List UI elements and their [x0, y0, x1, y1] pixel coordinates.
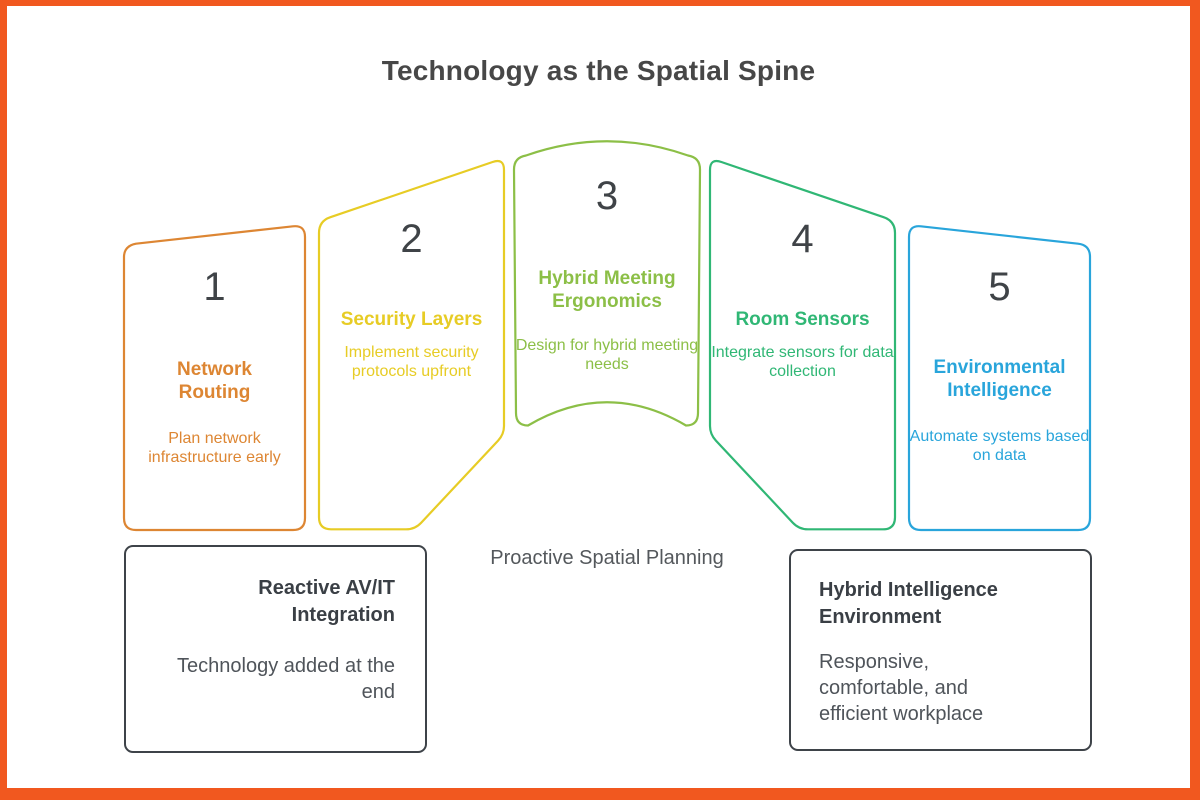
panel-5-description: Automate systems based on data: [909, 428, 1090, 464]
reactive-integration-box: Reactive AV/IT Integration Technology ad…: [124, 545, 427, 753]
panel-2-outline: [317, 159, 506, 531]
arch-diagram: [122, 140, 1092, 532]
panel-3-outline: [512, 140, 702, 427]
panel-1-outline: [122, 225, 307, 532]
panel-4-title: Room Sensors: [735, 309, 870, 330]
page-title: Technology as the Spatial Spine: [381, 55, 816, 86]
panel-5-number: 5: [988, 265, 1011, 309]
panel-1-number: 1: [203, 265, 226, 309]
left-box-title: Reactive AV/IT Integration: [258, 577, 395, 626]
panel-3-number: 3: [595, 174, 619, 218]
panel-3-title: Hybrid Meeting Ergonomics: [538, 268, 676, 312]
panel-5-outline: [907, 225, 1092, 532]
hybrid-environment-box: Hybrid Intelligence Environment Responsi…: [789, 549, 1092, 751]
panel-5-title: Environmental Intelligence: [933, 357, 1066, 401]
panel-2-description: Implement security protocols upfront: [344, 344, 479, 380]
panel-1-description: Plan network infrastructure early: [148, 430, 281, 466]
panel-1-title: Network Routing: [177, 359, 252, 403]
panel-4-outline: [708, 159, 897, 531]
right-box-description: Responsive, comfortable, and efficient w…: [819, 651, 984, 725]
panel-4-description: Integrate sensors for data collection: [711, 344, 894, 380]
panel-4-number: 4: [791, 217, 814, 261]
right-box-title: Hybrid Intelligence Environment: [819, 579, 998, 628]
left-box-description: Technology added at the end: [177, 655, 395, 703]
panel-2-number: 2: [400, 217, 423, 261]
center-label: Proactive Spatial Planning: [490, 547, 724, 569]
panel-3-description: Design for hybrid meeting needs: [515, 337, 699, 373]
panel-2-title: Security Layers: [340, 309, 483, 330]
